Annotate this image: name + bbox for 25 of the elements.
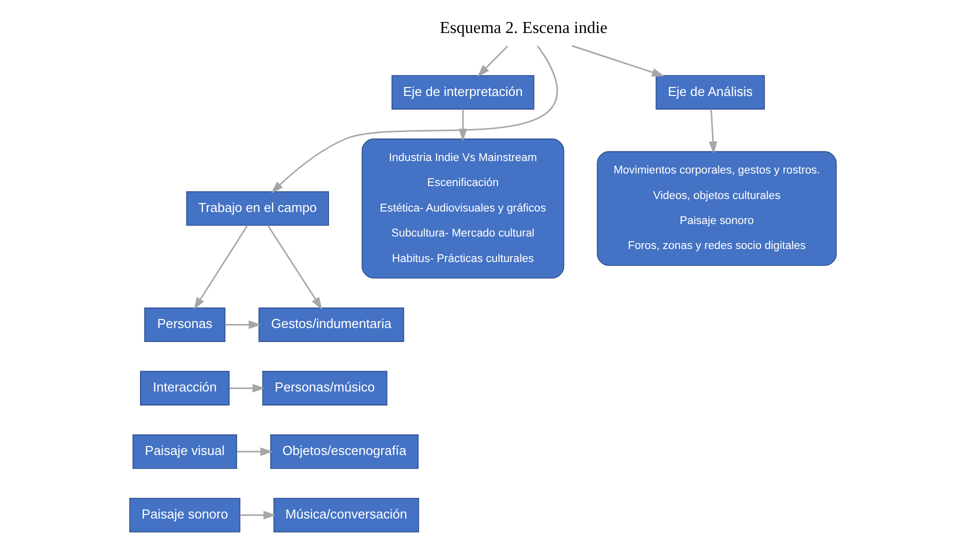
arrow xyxy=(194,224,248,310)
arrow xyxy=(458,109,468,142)
node-box: Eje de interpretación xyxy=(392,75,534,110)
arrow xyxy=(267,224,322,310)
node-box: Paisaje sonoro xyxy=(129,498,240,532)
node-box: Personas xyxy=(144,307,226,342)
node-box: Trabajo en el campo xyxy=(186,191,329,226)
arrow xyxy=(236,447,273,456)
node-box: Objetos/escenografía xyxy=(270,434,419,469)
arrow xyxy=(225,320,262,330)
node-box: Gestos/indumentaria xyxy=(258,307,404,342)
arrow xyxy=(477,45,508,77)
arrow xyxy=(271,45,558,194)
node-text: Esquema 2. Escena indie xyxy=(440,18,608,37)
node-box: Interacción xyxy=(140,370,230,406)
node-box: Música/conversación xyxy=(273,498,420,532)
node-box: Industria Indie Vs Mainstream Escenificación Estética- Audiovisuales y gráficos Subcultura- Mercado cultural Habitus- Prácticas culturales xyxy=(362,138,564,279)
arrow xyxy=(229,384,265,393)
node-box: Movimientos corporales, gestos y rostros. Videos, objetos culturales Paisaje sonoro Foros, zonas y redes socio digitales xyxy=(596,151,837,266)
node-box: Eje de Análisis xyxy=(656,75,765,110)
arrow xyxy=(572,45,664,76)
node-box: Personas/músico xyxy=(262,370,388,406)
node-box: Paisaje visual xyxy=(132,434,238,469)
arrow xyxy=(240,510,276,520)
arrow xyxy=(708,109,718,154)
